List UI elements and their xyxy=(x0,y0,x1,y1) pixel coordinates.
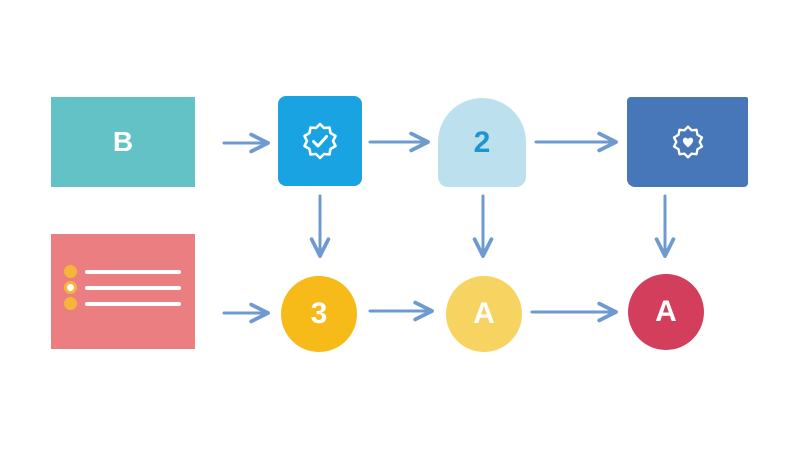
node-b: B xyxy=(51,97,195,187)
node-shield xyxy=(627,97,748,187)
node-a2: A xyxy=(628,274,704,350)
verified-badge-icon xyxy=(303,122,337,160)
list-bullet-3 xyxy=(64,297,77,310)
list-line-2 xyxy=(85,286,181,290)
list-line-1 xyxy=(85,270,181,274)
node-list xyxy=(51,234,195,349)
node-a1-label: A xyxy=(473,297,495,330)
node-2-label: 2 xyxy=(473,125,491,159)
list-bullet-1 xyxy=(64,265,77,278)
list-bullet-2 xyxy=(64,281,77,294)
node-3-label: 3 xyxy=(310,297,328,330)
node-a2-label: A xyxy=(655,295,677,328)
node-a1: A xyxy=(446,276,522,352)
node-3: 3 xyxy=(281,276,357,352)
node-b-label: B xyxy=(112,126,134,157)
bullet-list-icon xyxy=(51,234,195,349)
node-verified xyxy=(278,96,362,186)
heart-badge-icon xyxy=(672,125,703,159)
node-2: 2 xyxy=(438,98,526,187)
list-line-3 xyxy=(85,302,181,306)
